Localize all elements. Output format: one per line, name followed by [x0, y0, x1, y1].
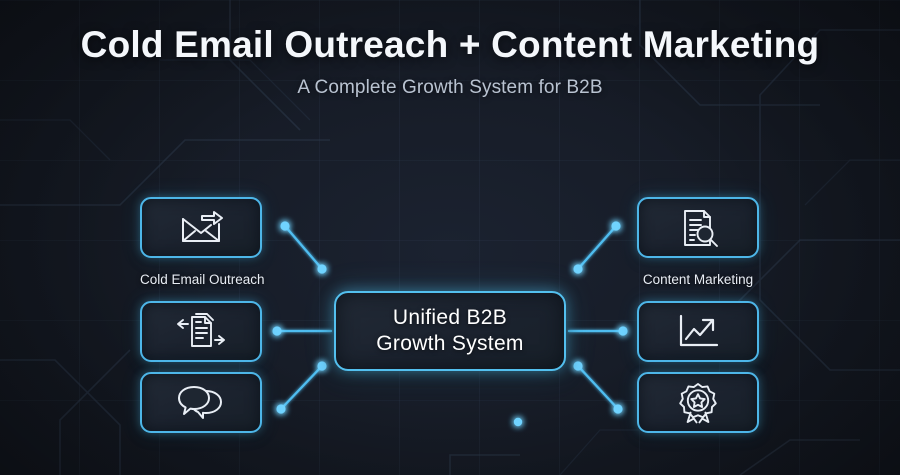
link-dot-left-middle-outer	[272, 326, 282, 336]
center-node-unified-growth-system[interactable]: Unified B2B Growth System	[334, 291, 566, 371]
document-exchange-icon	[177, 312, 225, 347]
envelope-send-icon	[182, 210, 223, 242]
link-dot-right-middle-outer	[618, 326, 628, 336]
link-dot-left-top-inner	[317, 264, 327, 274]
link-dot-right-top-inner	[573, 264, 583, 274]
node-content-research[interactable]	[637, 197, 759, 258]
header: Cold Email Outreach + Content Marketing …	[0, 24, 900, 99]
speech-bubbles-icon	[178, 385, 222, 419]
node-follow-up-sequence[interactable]	[140, 301, 262, 362]
link-dot-right-top-outer	[611, 221, 621, 231]
link-dot-right-bottom-inner	[573, 361, 583, 371]
accent-dot-bottom-center	[513, 417, 523, 427]
link-dot-left-bottom-outer	[276, 404, 286, 414]
page-title: Cold Email Outreach + Content Marketing	[80, 24, 820, 65]
link-dot-right-bottom-outer	[613, 404, 623, 414]
group-label-right: Content Marketing	[642, 272, 754, 287]
center-node-line-2: Growth System	[376, 332, 524, 355]
node-conversations[interactable]	[140, 372, 262, 433]
center-node-line-1: Unified B2B	[392, 306, 508, 330]
growth-chart-icon	[679, 314, 719, 346]
page-subtitle: A Complete Growth System for B2B	[297, 77, 603, 99]
link-left-bottom	[279, 364, 324, 411]
document-search-icon	[684, 209, 718, 247]
link-dot-left-bottom-inner	[317, 361, 327, 371]
group-label-left: Cold Email Outreach	[140, 272, 265, 287]
award-badge-icon	[679, 382, 717, 423]
node-authority-award[interactable]	[637, 372, 759, 433]
link-left-top	[283, 224, 324, 271]
link-right-top	[576, 224, 618, 271]
link-dot-left-top-outer	[280, 221, 290, 231]
node-cold-email-send[interactable]	[140, 197, 262, 258]
node-growth-chart[interactable]	[637, 301, 759, 362]
link-right-bottom	[576, 364, 620, 411]
